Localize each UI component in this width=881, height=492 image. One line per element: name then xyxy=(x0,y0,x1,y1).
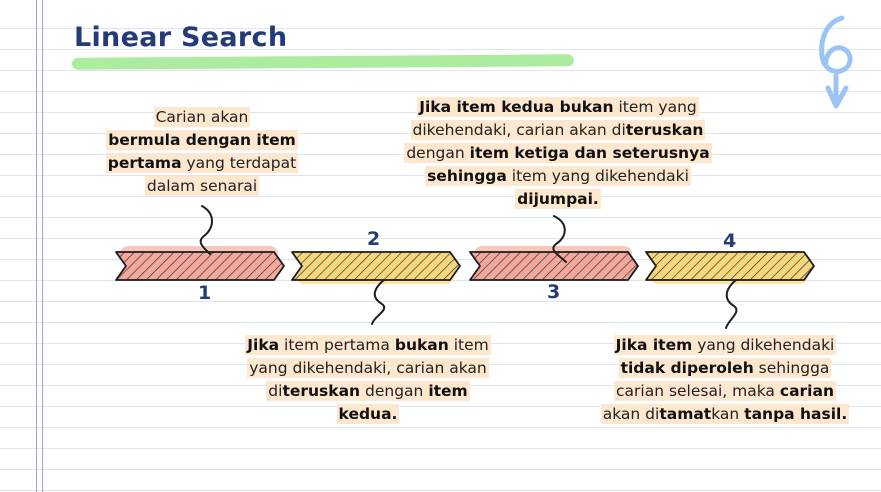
page-title: Linear Search xyxy=(74,22,288,53)
note-step1: Carian akan bermula dengan item pertama ya… xyxy=(84,106,320,198)
note-text-bold: item xyxy=(428,382,468,400)
segment-outline-4 xyxy=(645,251,815,281)
note-text: dalam senarai xyxy=(146,177,258,195)
note-text-bold: tanpa hasil. xyxy=(744,405,848,423)
step-number-2: 2 xyxy=(367,228,381,250)
note-text: item yang dikehendaki xyxy=(506,167,689,185)
note-text-bold: teruskan xyxy=(282,382,361,400)
note-text-bold: tamat xyxy=(659,405,712,423)
note-text: dengan xyxy=(360,382,429,400)
margin-line-inner xyxy=(42,0,43,492)
note-line: Jika item kedua bukan item yang xyxy=(380,96,736,119)
note-text-bold: carian xyxy=(779,382,834,400)
note-text-bold: Jika item xyxy=(615,336,693,354)
note-text-bold: bukan xyxy=(394,336,449,354)
note-text: akan di xyxy=(602,405,660,423)
note-text: Carian akan xyxy=(155,108,249,126)
note-text: kan xyxy=(711,405,745,423)
note-text-bold: kedua. xyxy=(338,405,398,423)
connector-step1 xyxy=(199,205,213,255)
note-line: dengan item ketiga dan seterusnya xyxy=(380,142,736,165)
step-number-1: 1 xyxy=(198,282,212,304)
note-text: carian selesai, maka xyxy=(616,382,780,400)
note-line: Jika item pertama bukan item xyxy=(218,334,518,357)
note-text-bold: Jika item kedua bukan xyxy=(419,98,614,116)
note-text: yang dikehendaki xyxy=(692,336,835,354)
note-text: item yang xyxy=(613,98,697,116)
segment-outline-3 xyxy=(469,251,639,281)
note-line: tidak diperoleh sehingga xyxy=(585,357,865,380)
note-text: dengan xyxy=(406,144,470,162)
number-six-doodle-icon xyxy=(819,15,853,109)
note-text-bold: pertama xyxy=(107,154,182,172)
note-line: carian selesai, maka carian xyxy=(585,380,865,403)
note-step2: Jika item pertama bukan item yang dikehen… xyxy=(218,334,518,426)
note-line: dijumpai. xyxy=(380,188,736,211)
segment-outline-2 xyxy=(291,251,461,281)
note-text-bold: bermula dengan item xyxy=(108,131,296,149)
note-text-bold: tidak diperoleh xyxy=(620,359,754,377)
connector-step4 xyxy=(725,279,738,329)
note-text: yang dikehendaki, carian akan xyxy=(249,359,487,377)
note-text-bold: dijumpai. xyxy=(517,190,599,208)
note-text: yang terdapat xyxy=(181,154,297,172)
note-line: kedua. xyxy=(218,403,518,426)
note-line: sehingga item yang dikehendaki xyxy=(380,165,736,188)
note-line: pertama yang terdapat xyxy=(84,152,320,175)
margin-line-outer xyxy=(36,0,37,492)
note-text: item xyxy=(448,336,489,354)
note-line: dalam senarai xyxy=(84,175,320,198)
note-line: akan ditamatkan tanpa hasil. xyxy=(585,403,865,426)
note-text-bold: Jika xyxy=(247,336,280,354)
step-number-3: 3 xyxy=(547,281,561,303)
step-number-4: 4 xyxy=(723,230,737,252)
segment-outline-1 xyxy=(115,251,285,281)
note-line: Jika item yang dikehendaki xyxy=(585,334,865,357)
note-text: dikehendaki, carian akan di xyxy=(412,121,626,139)
note-text: item pertama xyxy=(279,336,395,354)
connector-step2 xyxy=(371,279,386,325)
note-line: Carian akan xyxy=(84,106,320,129)
note-text-bold: item ketiga dan seterusnya xyxy=(469,144,710,162)
connector-step3 xyxy=(552,215,567,263)
note-text: sehingga xyxy=(753,359,830,377)
note-line: dikehendaki, carian akan diteruskan xyxy=(380,119,736,142)
note-text: di xyxy=(268,382,283,400)
note-text-bold: teruskan xyxy=(625,121,704,139)
note-line: yang dikehendaki, carian akan xyxy=(218,357,518,380)
note-line: diteruskan dengan item xyxy=(218,380,518,403)
note-text-bold: sehingga xyxy=(427,167,507,185)
note-line: bermula dengan item xyxy=(84,129,320,152)
